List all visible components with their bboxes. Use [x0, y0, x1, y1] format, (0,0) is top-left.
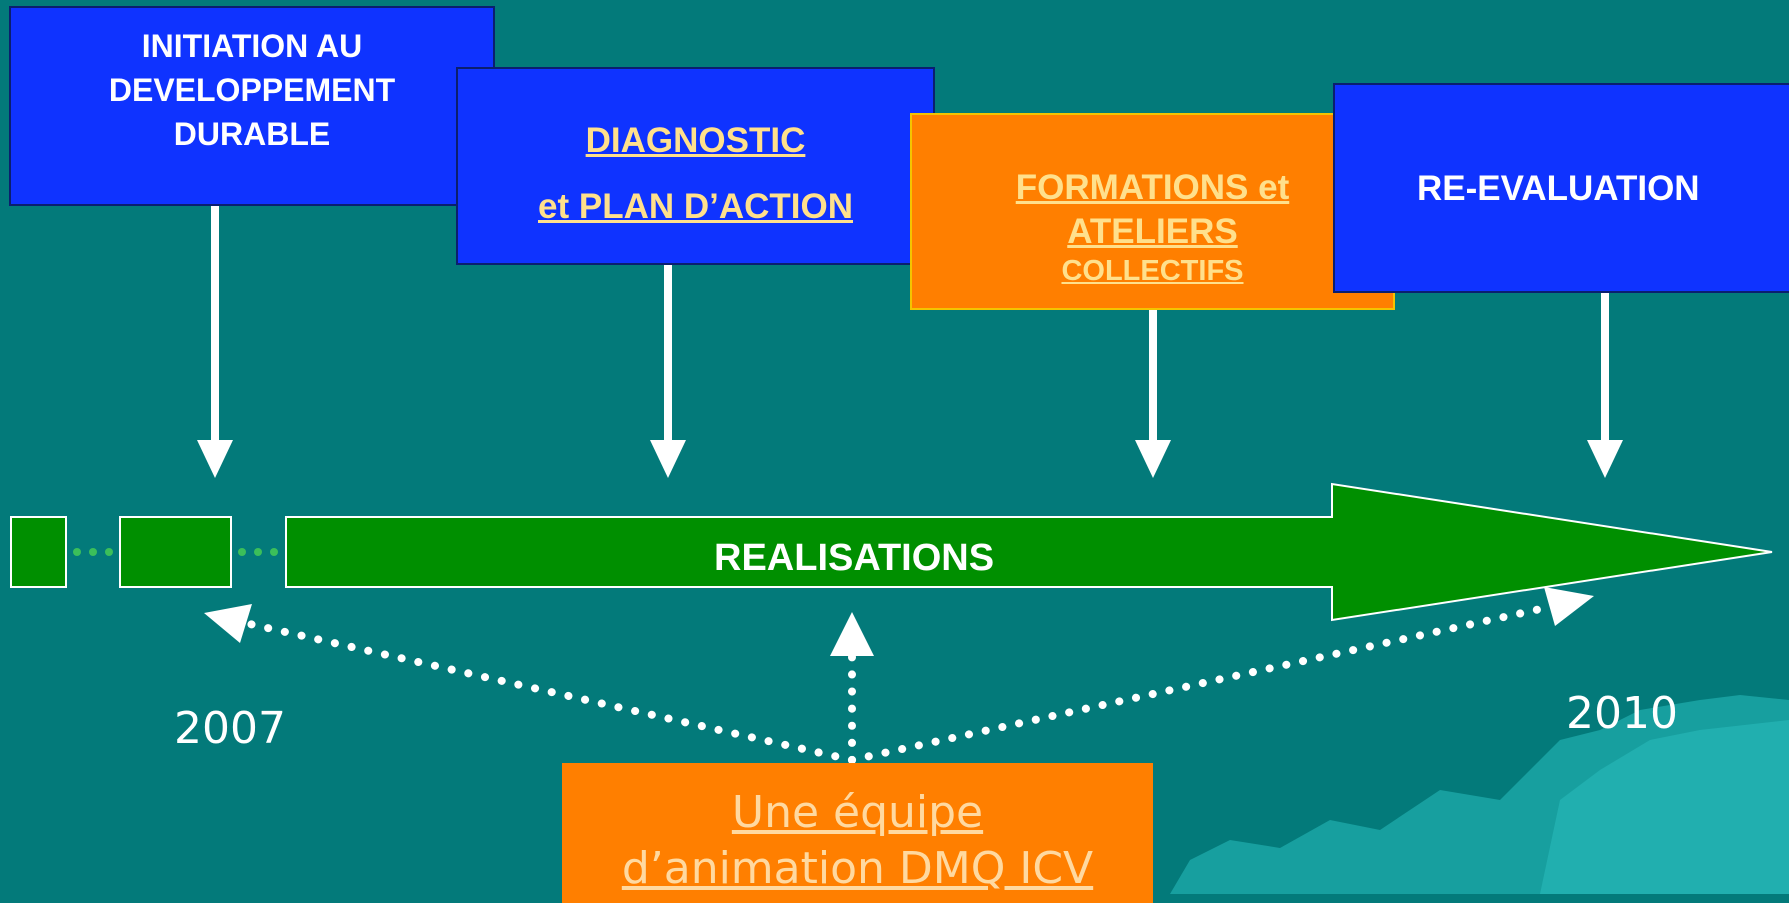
- dotted-arrows: [246, 604, 1549, 764]
- dotted-head-center: [830, 612, 874, 656]
- timeline-segment-1: [10, 516, 67, 588]
- timeline-main-arrow: [285, 482, 1773, 622]
- initiation-line1: INITIATION AU: [141, 28, 363, 64]
- arrow-head-diagnostic: [650, 440, 686, 478]
- reevaluation-box: RE-EVALUATION: [1333, 83, 1789, 293]
- dotted-line-right: [848, 604, 1549, 764]
- plan-action-link[interactable]: et PLAN D’ACTION: [538, 187, 853, 226]
- formations-box: FORMATIONS et ATELIERS COLLECTIFS: [910, 113, 1395, 310]
- initiation-box: INITIATION AU DEVELOPPEMENT DURABLE: [9, 6, 495, 206]
- initiation-line3: DURABLE: [173, 116, 331, 152]
- mountain-highlight: [1540, 720, 1789, 894]
- dotted-head-left: [204, 604, 252, 643]
- dotted-arrow-heads: [204, 587, 1594, 656]
- arrow-head-reevaluation: [1587, 440, 1623, 478]
- arrow-head-initiation: [197, 440, 233, 478]
- team-link-line1[interactable]: Une équipe: [731, 787, 984, 838]
- arrow-shaft-initiation: [211, 205, 219, 445]
- initiation-line2: DEVELOPPEMENT: [108, 72, 396, 108]
- arrow-shaft-diagnostic: [664, 265, 672, 445]
- dotted-head-right: [1544, 587, 1594, 626]
- arrow-head-formations: [1135, 440, 1171, 478]
- formations-link[interactable]: FORMATIONS et: [1015, 168, 1290, 207]
- team-link-line2[interactable]: d’animation DMQ ICV: [621, 843, 1094, 894]
- start-year: 2007: [174, 703, 286, 754]
- ateliers-link[interactable]: ATELIERS: [1067, 212, 1238, 251]
- timeline-label: REALISATIONS: [714, 537, 995, 579]
- arrow-shaft-reevaluation: [1601, 293, 1609, 445]
- dotted-line-left: [246, 620, 856, 764]
- timeline-segment-2: [119, 516, 232, 588]
- diagnostic-link[interactable]: DIAGNOSTIC: [585, 121, 806, 160]
- collectifs-link[interactable]: COLLECTIFS: [1061, 255, 1244, 287]
- diagnostic-box: DIAGNOSTIC et PLAN D’ACTION: [456, 67, 935, 265]
- arrow-shaft-formations: [1149, 310, 1157, 445]
- down-arrows: [197, 205, 1623, 478]
- reevaluation-label: RE-EVALUATION: [1417, 169, 1700, 208]
- team-box: Une équipe d’animation DMQ ICV: [562, 763, 1153, 903]
- end-year: 2010: [1566, 688, 1678, 739]
- timeline-dots: [73, 548, 278, 556]
